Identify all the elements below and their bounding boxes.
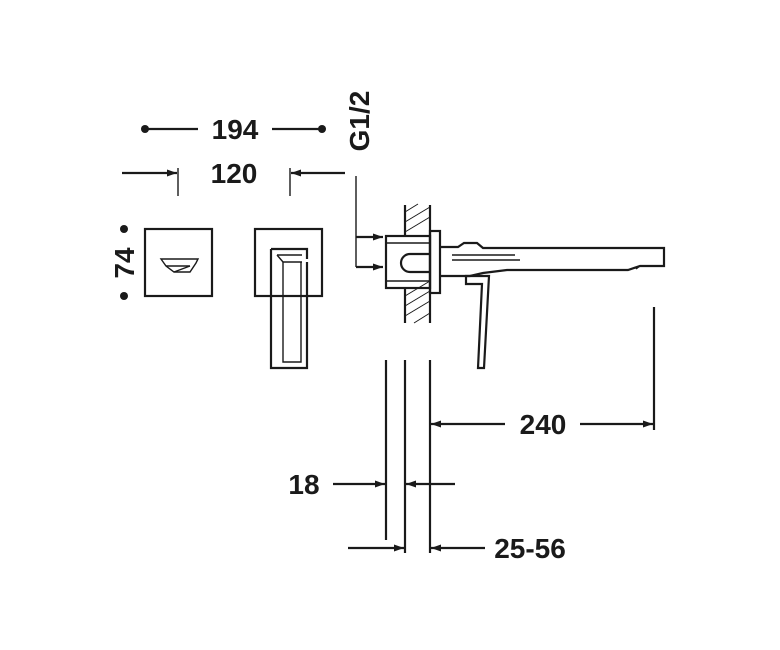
dim-dot-top xyxy=(120,225,128,233)
spout-plate-with-lever xyxy=(253,227,324,370)
dim-plate-height: 74 xyxy=(109,225,140,300)
dim-spout-plate-width: 120 xyxy=(122,158,345,196)
mixer-plate xyxy=(143,227,214,298)
dim-label-74: 74 xyxy=(109,247,140,279)
valve-body xyxy=(384,229,442,295)
dim-overall-width: 194 xyxy=(141,114,326,145)
lever xyxy=(464,274,491,370)
dim-label-194: 194 xyxy=(212,114,259,145)
wall-section xyxy=(403,203,432,324)
dim-dot-bottom xyxy=(120,292,128,300)
extension-lines xyxy=(384,307,656,553)
dim-label-240: 240 xyxy=(520,409,567,440)
spout xyxy=(440,241,666,278)
dim-connection: G1/2 xyxy=(344,91,383,271)
dim-label-120: 120 xyxy=(211,158,258,189)
dim-label-18: 18 xyxy=(288,469,319,500)
dim-spout-projection: 240 xyxy=(431,409,653,440)
dim-wall-offset: 18 xyxy=(288,469,455,500)
dim-wall-depth: 25-56 xyxy=(348,533,566,564)
dim-label-g12: G1/2 xyxy=(344,91,375,152)
dim-label-25-56: 25-56 xyxy=(494,533,566,564)
